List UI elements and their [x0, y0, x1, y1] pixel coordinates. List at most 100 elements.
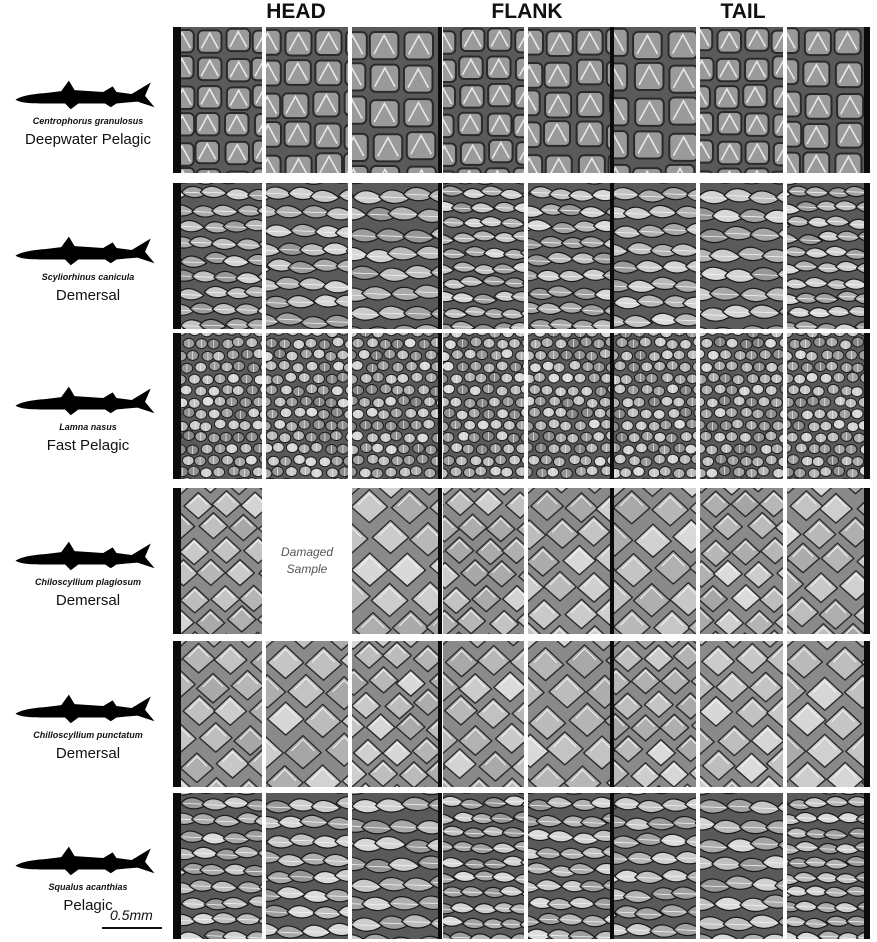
habitat-label: Deepwater Pelagic	[25, 131, 151, 148]
sem-micrograph-tile	[352, 793, 438, 939]
damaged-sample-label: Damaged Sample	[266, 488, 348, 634]
sem-micrograph-tile	[787, 488, 864, 634]
region-separator	[434, 641, 442, 787]
shark-silhouette-icon	[15, 386, 155, 416]
region-separator	[434, 333, 442, 479]
region-separator	[864, 793, 870, 939]
sem-micrograph-tile	[181, 488, 262, 634]
region-separator	[606, 333, 614, 479]
sem-micrograph-tile	[700, 488, 783, 634]
region-separator	[173, 641, 181, 787]
sem-micrograph-tile	[266, 183, 348, 329]
scale-bar	[102, 927, 162, 929]
species-name: Lamna nasus	[59, 422, 117, 432]
region-separator	[173, 183, 181, 329]
sem-micrograph-tile	[700, 793, 783, 939]
species-name: Chilloscyllium punctatum	[33, 730, 143, 740]
habitat-label: Demersal	[55, 592, 121, 609]
region-separator	[606, 793, 614, 939]
region-separator	[864, 27, 870, 173]
habitat-label: Demersal	[55, 287, 121, 304]
sem-micrograph-tile	[787, 183, 864, 329]
habitat-label: Pelagic	[63, 897, 113, 914]
shark-silhouette-icon	[15, 694, 155, 724]
sem-micrograph-tile	[443, 183, 524, 329]
region-separator	[434, 488, 442, 634]
sem-micrograph-tile	[352, 183, 438, 329]
sem-micrograph-tile	[352, 333, 438, 479]
sem-micrograph-tile	[443, 793, 524, 939]
sem-micrograph-tile	[352, 641, 438, 787]
sem-micrograph-tile	[528, 488, 610, 634]
sem-micrograph-tile	[181, 183, 262, 329]
sem-micrograph-tile	[528, 793, 610, 939]
region-separator	[434, 183, 442, 329]
column-header-head: HEAD	[266, 0, 326, 23]
region-separator	[606, 27, 614, 173]
species-name: Chiloscyllium plagiosum	[34, 577, 142, 587]
region-separator	[173, 793, 181, 939]
sem-micrograph-tile	[787, 333, 864, 479]
habitat-label: Demersal	[55, 745, 121, 762]
sem-micrograph-tile	[614, 488, 696, 634]
sem-micrograph-tile	[352, 488, 438, 634]
region-separator	[173, 488, 181, 634]
region-separator	[173, 27, 181, 173]
sem-micrograph-tile	[614, 183, 696, 329]
sem-micrograph-tile	[181, 27, 262, 173]
region-separator	[864, 183, 870, 329]
sem-micrograph-tile	[266, 641, 348, 787]
sem-micrograph-tile	[181, 333, 262, 479]
region-separator	[864, 488, 870, 634]
sem-micrograph-tile	[700, 183, 783, 329]
sem-micrograph-tile	[614, 333, 696, 479]
sem-micrograph-tile	[787, 793, 864, 939]
column-header-flank: FLANK	[491, 0, 563, 23]
region-separator	[434, 27, 442, 173]
sem-micrograph-tile	[266, 333, 348, 479]
sem-micrograph-tile	[700, 641, 783, 787]
shark-silhouette-icon	[15, 541, 155, 571]
sem-micrograph-tile	[352, 27, 438, 173]
region-separator	[606, 488, 614, 634]
scale-bar-label: 0.5mm	[110, 907, 153, 923]
sem-micrograph-tile	[528, 27, 610, 173]
region-separator	[864, 641, 870, 787]
sem-micrograph-tile	[181, 793, 262, 939]
region-separator	[606, 183, 614, 329]
sem-micrograph-tile	[614, 793, 696, 939]
shark-silhouette-icon	[15, 80, 155, 110]
habitat-label: Fast Pelagic	[46, 437, 130, 454]
species-name: Scyliorhinus canicula	[41, 272, 135, 282]
sem-micrograph-tile	[443, 333, 524, 479]
column-header-tail: TAIL	[720, 0, 766, 23]
region-separator	[434, 793, 442, 939]
sem-micrograph-tile	[528, 183, 610, 329]
species-name: Centrophorus granulosus	[32, 116, 144, 126]
sem-micrograph-tile	[700, 333, 783, 479]
sem-micrograph-tile	[443, 641, 524, 787]
sem-micrograph-tile	[443, 27, 524, 173]
sem-micrograph-tile	[614, 641, 696, 787]
region-separator	[173, 333, 181, 479]
sem-micrograph-tile	[528, 641, 610, 787]
region-separator	[864, 333, 870, 479]
sem-micrograph-tile	[787, 641, 864, 787]
sem-micrograph-tile	[181, 641, 262, 787]
sem-micrograph-tile	[700, 27, 783, 173]
shark-silhouette-icon	[15, 846, 155, 876]
sem-micrograph-tile	[528, 333, 610, 479]
sem-micrograph-tile	[266, 793, 348, 939]
sem-micrograph-tile	[443, 488, 524, 634]
region-separator	[606, 641, 614, 787]
sem-micrograph-tile	[266, 27, 348, 173]
species-name: Squalus acanthias	[48, 882, 128, 892]
sem-micrograph-tile	[787, 27, 864, 173]
